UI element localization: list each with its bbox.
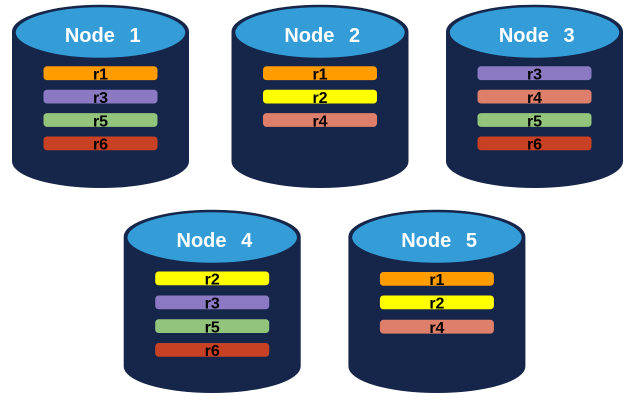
svg-text:r4: r4 xyxy=(429,320,444,337)
svg-text:r6: r6 xyxy=(205,343,220,360)
svg-text:r5: r5 xyxy=(93,113,108,130)
svg-text:r3: r3 xyxy=(93,90,108,107)
svg-text:r4: r4 xyxy=(312,113,327,130)
svg-text:r2: r2 xyxy=(205,272,220,289)
svg-text:r6: r6 xyxy=(527,137,542,154)
svg-text:r3: r3 xyxy=(205,296,220,313)
svg-text:Node 1: Node 1 xyxy=(65,25,141,47)
svg-text:Node 2: Node 2 xyxy=(284,25,360,47)
svg-text:r1: r1 xyxy=(312,67,327,84)
svg-text:r4: r4 xyxy=(527,90,542,107)
svg-text:Node 4: Node 4 xyxy=(177,230,254,252)
svg-text:r1: r1 xyxy=(429,272,444,289)
svg-text:r2: r2 xyxy=(312,90,327,107)
svg-text:Node 3: Node 3 xyxy=(499,25,575,47)
svg-text:r3: r3 xyxy=(527,67,542,84)
svg-text:Node 5: Node 5 xyxy=(401,230,477,252)
svg-text:r5: r5 xyxy=(205,319,220,336)
svg-text:r1: r1 xyxy=(93,67,108,84)
svg-text:r5: r5 xyxy=(527,113,542,130)
svg-text:r6: r6 xyxy=(93,137,108,154)
svg-text:r2: r2 xyxy=(429,296,444,313)
